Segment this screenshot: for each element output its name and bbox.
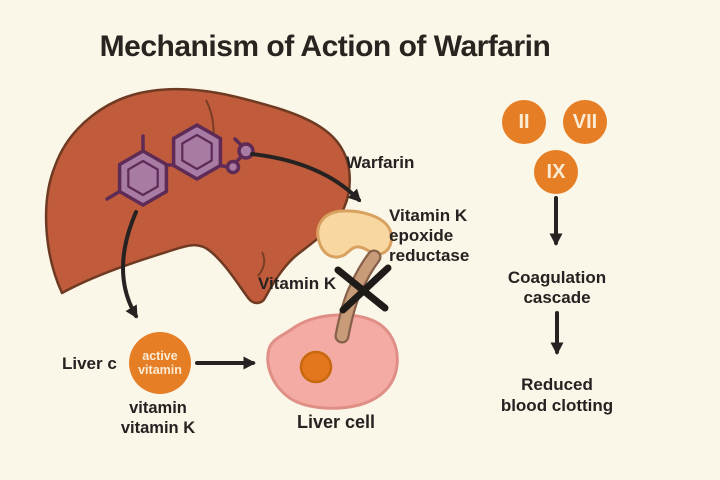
page-title: Mechanism of Action of Warfarin xyxy=(99,30,551,63)
liver-organ-icon xyxy=(44,87,351,305)
active-vitamin-badge: active vitamin xyxy=(129,332,191,394)
inhibition-x-icon xyxy=(334,264,392,314)
vitamin-k-caption: vitamin vitamin K xyxy=(120,399,196,437)
warfarin-molecule-icon xyxy=(105,123,255,207)
liver-cell-icon xyxy=(266,313,399,410)
liver-cell-label: Liver cell xyxy=(296,412,376,432)
clotting-factor-ix-badge: IX xyxy=(534,150,578,194)
cell-nucleus-icon xyxy=(299,350,333,384)
enzyme-label: Vitamin K epoxide reductase xyxy=(389,206,470,265)
warfarin-label: Warfarin xyxy=(346,153,415,172)
clotting-factor-vii-badge: VII xyxy=(563,100,607,144)
coagulation-cascade-label: Coagulation cascade xyxy=(507,268,607,307)
vitamin-k-label: Vitamin K xyxy=(258,274,337,293)
liver-cell-partial-label: Liver c xyxy=(62,354,117,373)
arrow-liver-to-warfarin xyxy=(250,152,362,203)
arrow-liver-to-active-vitamin xyxy=(121,210,138,319)
reduced-clotting-label: Reduced blood clotting xyxy=(500,375,614,415)
clotting-factor-ii-badge: II xyxy=(502,100,546,144)
enzyme-blob-icon xyxy=(316,209,394,259)
